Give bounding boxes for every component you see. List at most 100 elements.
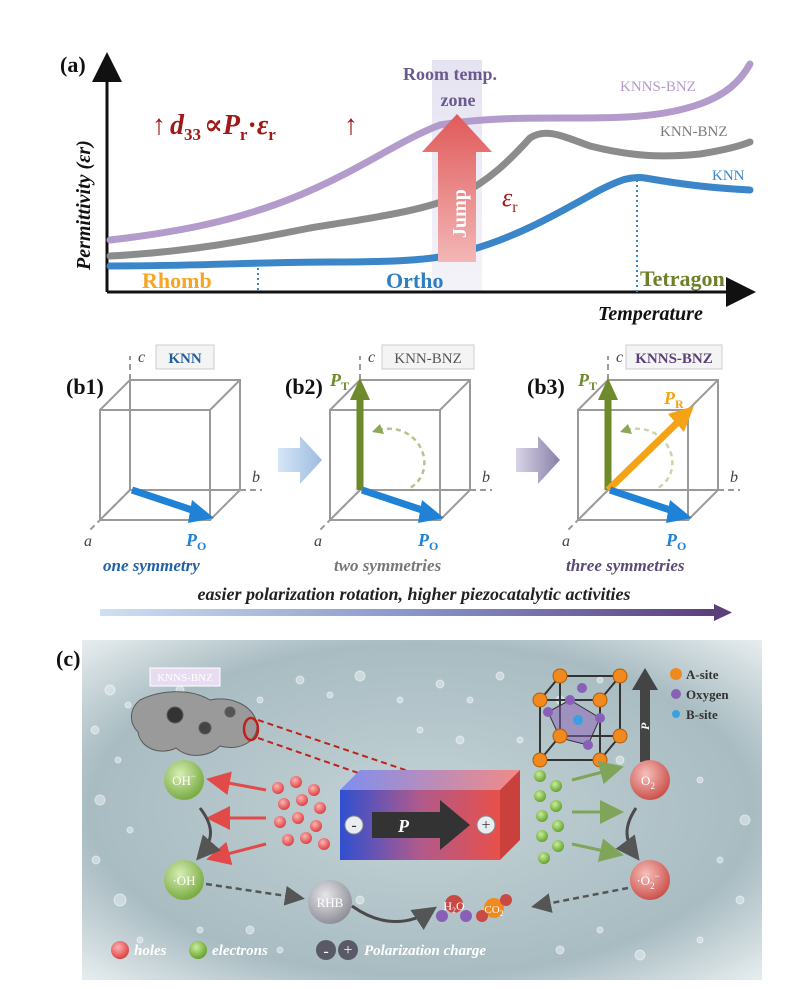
legend-pos-charge-icon xyxy=(338,940,358,960)
o2-ball xyxy=(630,760,670,800)
cube-b1-axis-c: c xyxy=(138,349,145,366)
cube-b1-po-arrow xyxy=(130,486,200,516)
banner-arrowhead xyxy=(714,604,732,621)
cube-b3-axis-b: b xyxy=(730,469,738,486)
banner-text: easier polarization rotation, higher pie… xyxy=(198,584,631,604)
formula-arrow-right: ↑ xyxy=(344,110,358,141)
legend-holes: holes xyxy=(134,943,167,959)
zoom-ring xyxy=(242,716,260,742)
perovskite-lattice xyxy=(532,668,628,768)
cube-b3-axis-a: a xyxy=(562,533,570,550)
sample-tag-text: KNNS-BNZ xyxy=(157,672,213,684)
rhb-to-products-arrow xyxy=(351,904,437,930)
cube-b2-label: (b2) xyxy=(285,374,323,399)
cube-b2-po-arrow xyxy=(360,486,430,516)
label-knns-bnz: KNNS-BNZ xyxy=(620,79,696,95)
cube-b1-tag-text: KNN xyxy=(168,351,202,367)
phase-rhomb: Rhomb xyxy=(142,268,212,293)
cube-b2-tag-text: KNN-BNZ xyxy=(394,351,462,367)
o2-to-products-arrow xyxy=(531,886,629,913)
cube-b1: (b1) KNN c b a PO one symmetry xyxy=(66,344,262,575)
zoom-line-top xyxy=(257,719,471,793)
cube-b3-po: PO xyxy=(665,530,686,553)
o2-radical-ball xyxy=(630,860,670,900)
cube-b3-pr-arrow xyxy=(605,419,681,493)
oh-to-rhb-arrow xyxy=(205,882,305,906)
panel-b: (b1) KNN c b a PO one symmetry (b2) xyxy=(66,344,740,621)
phase-tetragon: Tetragon xyxy=(640,266,725,291)
formula: ↑ d33∝Pr·εr ↑ xyxy=(152,110,358,144)
y-axis-label: Permittivity (εr) xyxy=(73,140,95,271)
o2-label: O2 xyxy=(641,773,655,791)
cube-b1-po: PO xyxy=(185,530,206,553)
jump-label: Jump xyxy=(449,189,471,238)
cube-b1-symmetry: one symmetry xyxy=(103,556,200,575)
label-knn-bnz: KNN-BNZ xyxy=(660,124,728,140)
h2o-molecule xyxy=(436,895,472,922)
cube-b3-po-arrow xyxy=(608,486,678,516)
o2-radical-label: ·O2− xyxy=(636,871,659,891)
legend-oxygen: Oxygen xyxy=(686,687,729,702)
rhb-label: RHB xyxy=(317,895,344,910)
holes-cluster xyxy=(272,776,330,850)
cube-b1-axis-a: a xyxy=(84,533,92,550)
cube-b3-symmetry: three symmetries xyxy=(566,556,685,575)
lattice-p-arrow xyxy=(632,668,658,762)
panel-c-label: (c) xyxy=(56,646,80,671)
cube-b1-tag xyxy=(155,344,215,370)
sem-particle-cluster xyxy=(131,691,258,756)
bar-p-arrow xyxy=(372,800,470,850)
curve-knn xyxy=(106,174,754,270)
zone-label-line2: zone xyxy=(441,90,476,110)
oh-conversion-arrow xyxy=(196,807,221,861)
legend-polarization: Polarization charge xyxy=(364,943,486,959)
cube-b2-axis-c: c xyxy=(368,349,375,366)
zone-label-line1: Room temp. xyxy=(403,64,497,84)
oh-minus-ball xyxy=(164,760,204,800)
h2o-label: H2O xyxy=(443,899,465,915)
transition-arrow-1 xyxy=(278,436,322,484)
electron-arrows xyxy=(571,760,624,862)
cube-b1-axis-b: b xyxy=(252,469,260,486)
hole-arrows xyxy=(206,771,267,866)
cube-b3: (b3) KNNS-BNZ c b a PT xyxy=(527,344,740,575)
legend-electron-icon xyxy=(189,941,207,959)
curve-knn-bnz xyxy=(106,129,754,260)
polarization-bar: P - + xyxy=(340,770,520,860)
cube-b3-tag-text: KNNS-BNZ xyxy=(635,351,713,367)
legend-neg-charge-icon xyxy=(316,940,336,960)
cube-b3-label: (b3) xyxy=(527,374,565,399)
legend-pos-sign: + xyxy=(343,942,352,959)
rhb-ball xyxy=(308,880,352,924)
cube-b2: (b2) KNN-BNZ c b a PT PO tw xyxy=(285,344,492,575)
cube-b2-axis-b: b xyxy=(482,469,490,486)
banner-bar xyxy=(100,609,714,616)
lattice-p-label: P xyxy=(638,722,652,730)
cube-b3-tag xyxy=(625,344,723,370)
cube-b2-axis-a: a xyxy=(314,533,322,550)
cube-b3-axis-c: c xyxy=(616,349,623,366)
transition-arrow-2 xyxy=(516,436,560,484)
o2-conversion-arrow xyxy=(615,807,640,861)
oh-radical-label: ·OH xyxy=(172,873,195,888)
bottom-legend: holes electrons - + Polarization charge xyxy=(111,940,486,960)
legend-a-site: A-site xyxy=(686,667,719,682)
jump-arrow: Jump xyxy=(422,114,492,262)
cube-b3-pr: PR xyxy=(663,388,684,411)
bar-positive-charge xyxy=(476,815,496,835)
lattice-legend: A-site Oxygen B-site xyxy=(670,667,729,722)
bar-positive-sign: + xyxy=(481,817,490,834)
cube-b3-pt: PT xyxy=(577,370,597,393)
co2-label: CO2 xyxy=(484,904,503,918)
jump-eps: εr xyxy=(502,183,518,216)
cube-b2-pt: PT xyxy=(329,370,349,393)
cube-b2-rotation-arc xyxy=(377,427,426,490)
legend-neg-sign: - xyxy=(323,943,328,960)
legend-b-site: B-site xyxy=(686,707,718,722)
cube-b2-po: PO xyxy=(417,530,438,553)
cube-b3-rotation-arc xyxy=(625,427,674,490)
oh-minus-label: OH− xyxy=(172,771,196,788)
legend-hole-icon xyxy=(111,941,129,959)
cube-b2-tag xyxy=(381,344,475,370)
